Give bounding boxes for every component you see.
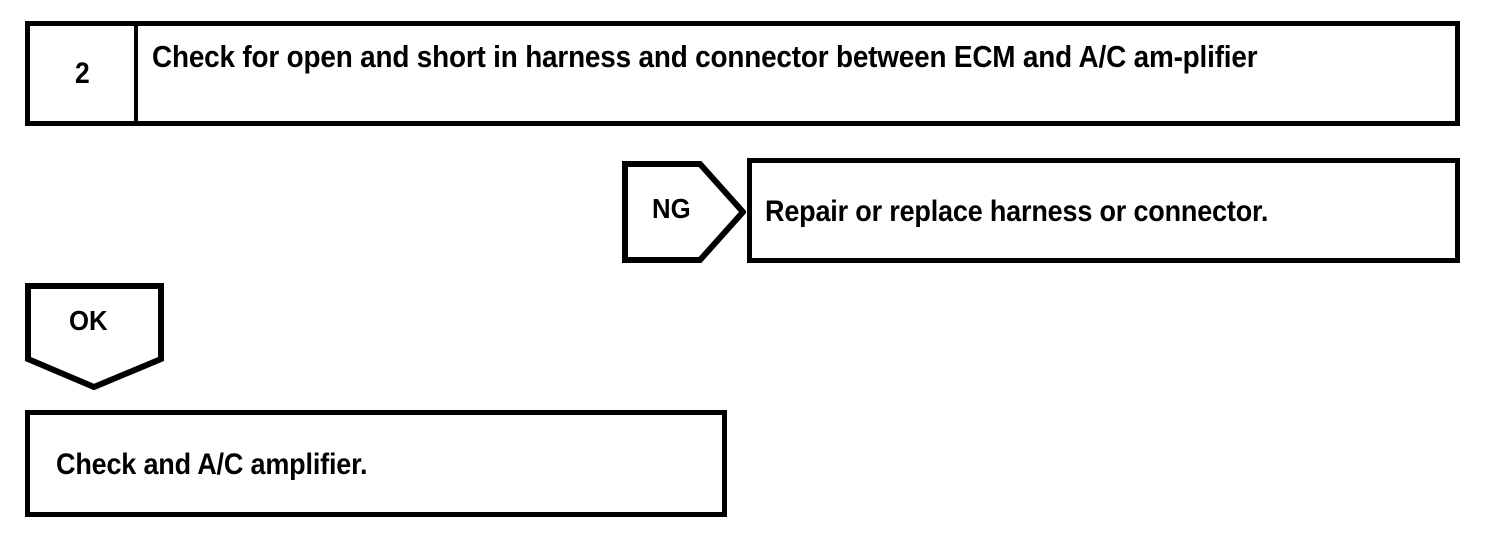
ng-result-text: Repair or replace harness or connector. [765, 195, 1269, 228]
ok-branch-tag: OK [25, 283, 164, 390]
ng-result-box: Repair or replace harness or connector. [747, 158, 1460, 263]
ok-result-box: Check and A/C amplifier. [25, 410, 727, 517]
pentagon-down-icon [25, 283, 164, 390]
step-box: 2 Check for open and short in harness an… [25, 21, 1460, 126]
step-instruction-text: Check for open and short in harness and … [152, 39, 1258, 74]
pentagon-right-icon [622, 161, 746, 263]
step-number-cell: 2 [30, 26, 138, 121]
ng-branch-tag: NG [622, 161, 746, 263]
step-number: 2 [74, 56, 90, 90]
ng-label: NG [652, 193, 691, 224]
ok-label: OK [69, 305, 108, 336]
ok-result-text: Check and A/C amplifier. [56, 448, 368, 481]
